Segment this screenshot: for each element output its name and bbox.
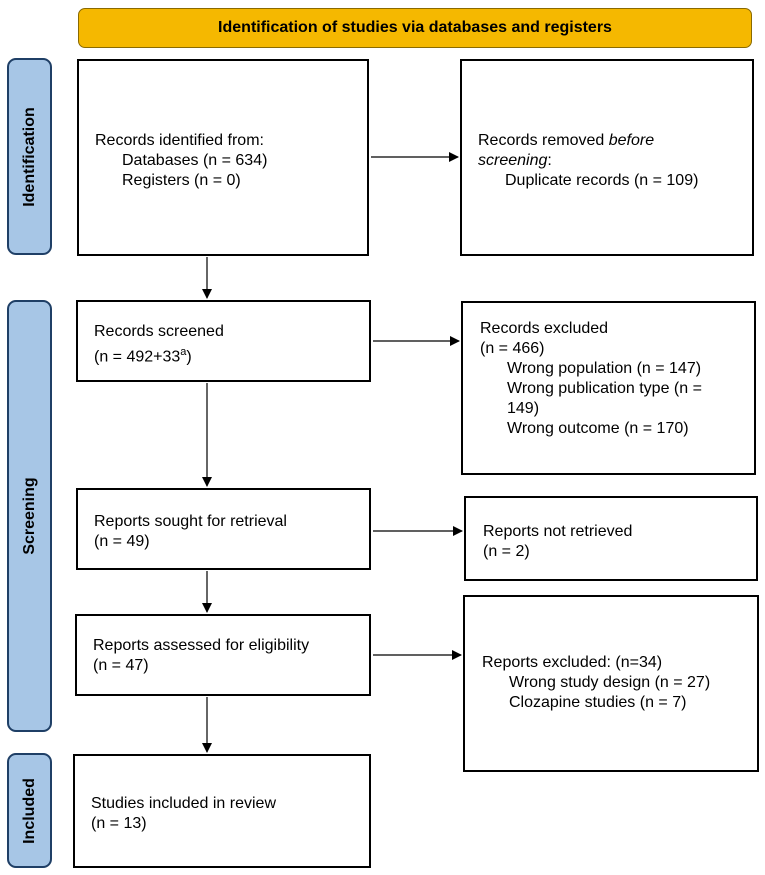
records-removed-title: Records removed before xyxy=(478,132,655,149)
records-screened-box: Records screened (n = 492+33a) xyxy=(76,300,371,382)
wrong-population: Wrong population (n = 147) xyxy=(507,360,702,377)
records-removed-title-2: screening: xyxy=(478,152,552,169)
header-banner: Identification of studies via databases … xyxy=(78,8,752,48)
header-title: Identification of studies via databases … xyxy=(218,19,612,36)
databases-count: Databases (n = 634) xyxy=(122,152,268,169)
records-identified-title: Records identified from: xyxy=(95,132,264,149)
wrong-publication-type-cont: 149) xyxy=(507,400,540,417)
phase-included: Included xyxy=(7,753,52,868)
records-screened-title: Records screened xyxy=(94,323,224,340)
clozapine-studies: Clozapine studies (n = 7) xyxy=(509,694,687,711)
reports-excluded-box: Reports excluded: (n=34) Wrong study des… xyxy=(463,595,759,772)
reports-not-retrieved-box: Reports not retrieved (n = 2) xyxy=(464,496,758,581)
wrong-publication-type: Wrong publication type (n = xyxy=(507,380,702,397)
records-excluded-title: Records excluded xyxy=(480,320,609,337)
reports-sought-box: Reports sought for retrieval (n = 49) xyxy=(76,488,371,570)
wrong-study-design: Wrong study design (n = 27) xyxy=(509,674,711,691)
reports-assessed-count: (n = 47) xyxy=(93,657,149,674)
reports-assessed-title: Reports assessed for eligibility xyxy=(93,637,310,654)
reports-excluded-title: Reports excluded: (n=34) xyxy=(482,654,663,671)
records-removed-box: Records removed before screening: Duplic… xyxy=(460,59,754,256)
registers-count: Registers (n = 0) xyxy=(122,172,241,189)
duplicate-records: Duplicate records (n = 109) xyxy=(505,172,699,189)
wrong-outcome: Wrong outcome (n = 170) xyxy=(507,420,689,437)
studies-included-box: Studies included in review (n = 13) xyxy=(73,754,371,868)
phase-identification: Identification xyxy=(7,58,52,255)
records-screened-count: (n = 492+33a) xyxy=(94,346,192,366)
reports-assessed-box: Reports assessed for eligibility (n = 47… xyxy=(75,614,371,696)
reports-not-retrieved-count: (n = 2) xyxy=(483,543,530,560)
records-excluded-count: (n = 466) xyxy=(480,340,545,357)
reports-sought-title: Reports sought for retrieval xyxy=(94,513,287,530)
records-excluded-box: Records excluded (n = 466) Wrong populat… xyxy=(461,301,756,475)
studies-included-count: (n = 13) xyxy=(91,815,147,832)
reports-sought-count: (n = 49) xyxy=(94,533,150,550)
studies-included-title: Studies included in review xyxy=(91,795,276,812)
phase-screening: Screening xyxy=(7,300,52,732)
reports-not-retrieved-title: Reports not retrieved xyxy=(483,523,633,540)
records-identified-box: Records identified from: Databases (n = … xyxy=(77,59,369,256)
